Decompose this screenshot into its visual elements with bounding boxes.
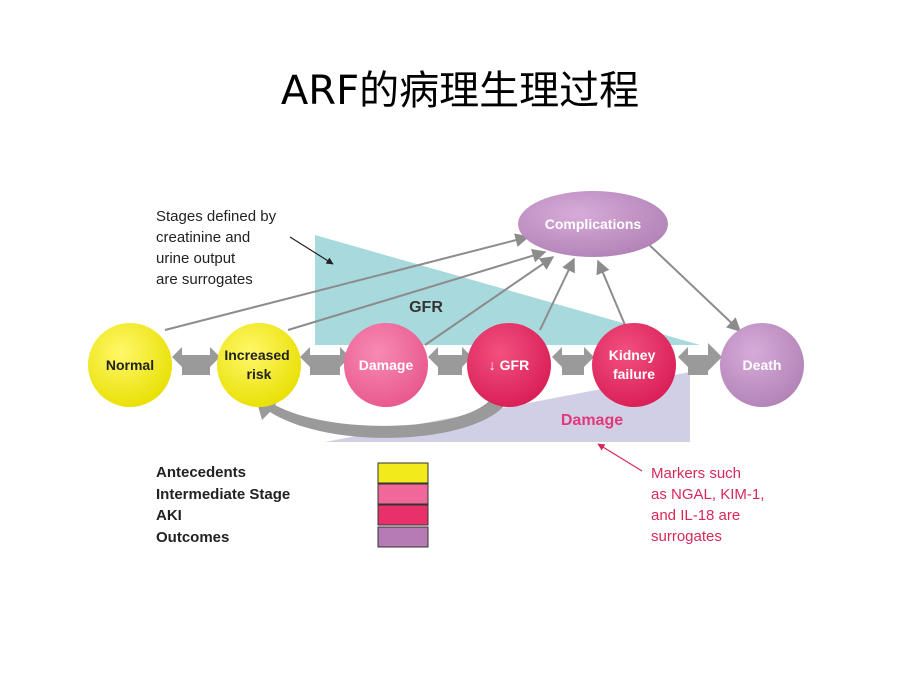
gfr-label: GFR	[409, 299, 443, 316]
note-bottom-pointer	[597, 443, 643, 472]
node-gfr-down-label: ↓ GFR	[489, 357, 529, 373]
node-increased-risk: Increased risk	[217, 323, 301, 407]
node-increased-risk-line1: Increased	[224, 347, 289, 363]
note-stages-surrogates: Stages defined by creatinine and urine o…	[156, 208, 280, 288]
stage-arrows	[172, 343, 722, 375]
legend-swatch-antecedents	[377, 462, 429, 484]
note-top-pointer	[289, 236, 334, 265]
recovery-curve-arrow	[255, 395, 505, 438]
svg-text:Kidney failure: Kidney failure	[609, 347, 660, 382]
legend-swatch-outcomes	[377, 526, 429, 548]
legend-swatch-intermediate	[377, 483, 429, 505]
svg-text:Increased risk: Increased risk	[224, 347, 293, 382]
svg-text:↓ GFR: ↓ GFR	[489, 357, 529, 373]
page-title: ARF的病理生理过程	[280, 68, 640, 114]
svg-text:Death: Death	[743, 357, 782, 373]
node-damage: Damage	[344, 323, 428, 407]
legend-label-intermediate: Intermediate Stage	[156, 486, 290, 503]
node-normal-label: Normal	[106, 357, 154, 373]
node-normal: Normal	[88, 323, 172, 407]
node-increased-risk-line2: risk	[247, 366, 272, 382]
legend: Antecedents Intermediate Stage AKI Outco…	[156, 462, 429, 548]
node-death-label: Death	[743, 357, 782, 373]
svg-text:Damage: Damage	[359, 357, 414, 373]
node-kidney-failure-line1: Kidney	[609, 347, 656, 363]
complication-arrows	[164, 233, 742, 346]
node-kidney-failure: Kidney failure	[592, 323, 676, 407]
node-gfr-down: ↓ GFR	[467, 323, 551, 407]
node-damage-label: Damage	[359, 357, 414, 373]
svg-text:Normal: Normal	[106, 357, 154, 373]
node-kidney-failure-line2: failure	[613, 366, 655, 382]
svg-text:Antecedents Intermediate: Antecedents Intermediate Stage AKI Outco…	[156, 464, 294, 546]
node-death: Death	[720, 323, 804, 407]
gfr-wedge	[315, 235, 700, 345]
legend-swatch-aki	[377, 504, 429, 526]
complications-node	[518, 191, 668, 257]
complications-label: Complications	[545, 216, 642, 232]
legend-label-antecedents: Antecedents	[156, 464, 246, 481]
note-markers-surrogates: Markers such as NGAL, KIM-1, and IL-18 a…	[651, 465, 769, 545]
legend-label-aki: AKI	[156, 507, 182, 524]
damage-wedge-label: Damage	[561, 412, 623, 429]
legend-label-outcomes: Outcomes	[156, 529, 229, 546]
